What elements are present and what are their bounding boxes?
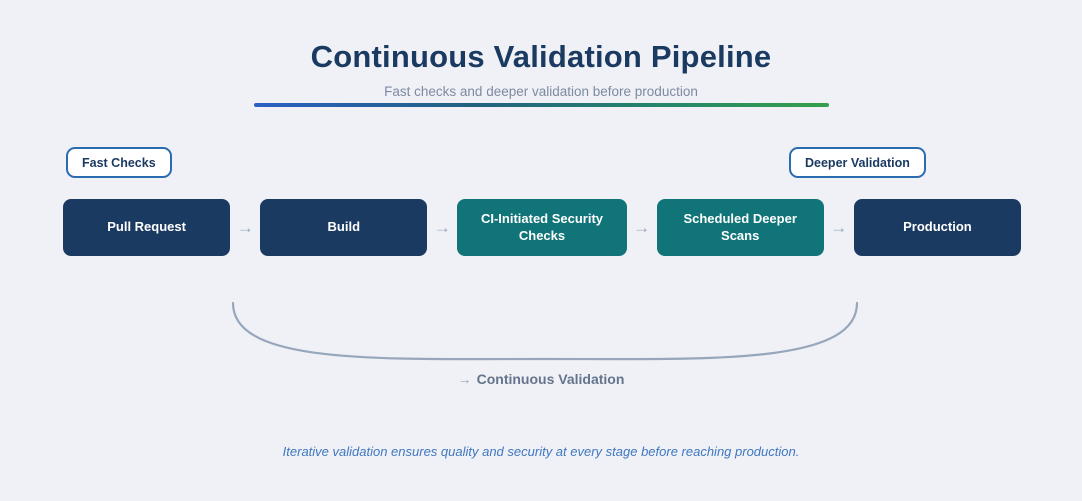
header-accent-rule [254, 103, 829, 107]
pipeline-node-build[interactable]: Build [260, 199, 428, 256]
pipeline-node-label: Production [903, 219, 972, 235]
flow-arrow-icon: → [433, 218, 451, 237]
badge-deeper-validation-label: Deeper Validation [805, 155, 910, 170]
flow-arrow-icon: → [236, 218, 254, 237]
pipeline-node-label: Scheduled Deeper Scans [683, 211, 797, 243]
flow-arrow-icon: → [830, 218, 848, 237]
pipeline-flow: Pull Request → Build → CI-Initiated Secu… [63, 199, 1021, 256]
pipeline-node-production[interactable]: Production [853, 199, 1021, 256]
feedback-loop-arrow-icon: → [457, 371, 472, 387]
badge-fast-checks-label: Fast Checks [82, 155, 156, 170]
feedback-loop-arc [231, 301, 859, 361]
badge-fast-checks: Fast Checks [66, 147, 172, 178]
feedback-loop-label: →Continuous Validation [0, 371, 1082, 387]
page-title: Continuous Validation Pipeline [310, 39, 772, 74]
pipeline-node-label: Build [327, 219, 361, 235]
flow-arrow-icon: → [633, 218, 651, 237]
feedback-loop-label-text: Continuous Validation [476, 371, 625, 387]
badge-deeper-validation: Deeper Validation [789, 147, 926, 178]
page-subtitle: Fast checks and deeper validation before… [384, 84, 698, 100]
pipeline-node-pull-request[interactable]: Pull Request [63, 199, 231, 256]
header: Continuous Validation Pipeline Fast chec… [0, 0, 1082, 99]
footer-note: Iterative validation ensures quality and… [282, 444, 800, 459]
pipeline-node-label: Pull Request [107, 219, 186, 235]
pipeline-node-ci-initiated-security-checks[interactable]: CI-Initiated Security Checks [457, 199, 627, 256]
pipeline-node-label: CI-Initiated Security Checks [480, 211, 604, 243]
pipeline-node-scheduled-deeper-scans[interactable]: Scheduled Deeper Scans [656, 199, 824, 256]
feedback-loop-path [231, 301, 859, 361]
